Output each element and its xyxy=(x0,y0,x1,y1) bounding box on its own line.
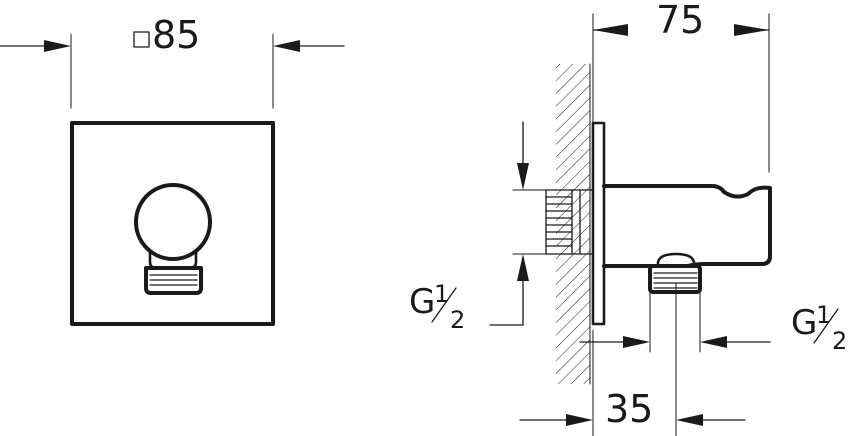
front-threaded-connector xyxy=(144,250,203,295)
front-view: 85 xyxy=(0,13,345,326)
inlet-thread-letter: G xyxy=(409,282,435,322)
outlet-thread-fraction-slash xyxy=(813,308,839,344)
side-depth-label: 75 xyxy=(656,0,704,42)
outlet-thread-dimension xyxy=(579,291,771,353)
wall-flange xyxy=(591,121,606,326)
outlet-offset-dimension xyxy=(519,283,746,436)
inlet-thread-numerator: 1 xyxy=(434,280,449,308)
inlet-thread-fraction-slash xyxy=(431,287,457,323)
front-wall-plate xyxy=(70,121,275,326)
front-outlet-body xyxy=(134,183,212,261)
outlet-thread-denominator: 2 xyxy=(832,327,847,355)
side-view: 75 xyxy=(409,0,847,436)
wall-hatching xyxy=(556,64,590,384)
side-outlet-connector xyxy=(648,252,702,294)
inlet-thread-denominator: 2 xyxy=(450,306,465,334)
outlet-thread-letter: G xyxy=(791,303,817,343)
outlet-thread-numerator: 1 xyxy=(816,301,831,329)
depth-dimension-arrows xyxy=(592,24,770,36)
outlet-thread-label: G 1 2 xyxy=(791,301,847,355)
inlet-thread-label: G 1 2 xyxy=(409,280,465,334)
front-width-label: 85 xyxy=(152,13,200,57)
square-symbol-icon xyxy=(133,31,150,48)
inlet-threaded-nipple xyxy=(545,189,594,255)
outlet-offset-label: 35 xyxy=(605,387,653,431)
inlet-thread-dimension xyxy=(489,121,547,326)
side-holder-arm xyxy=(602,184,772,268)
width-dimension-arrows xyxy=(0,40,345,52)
